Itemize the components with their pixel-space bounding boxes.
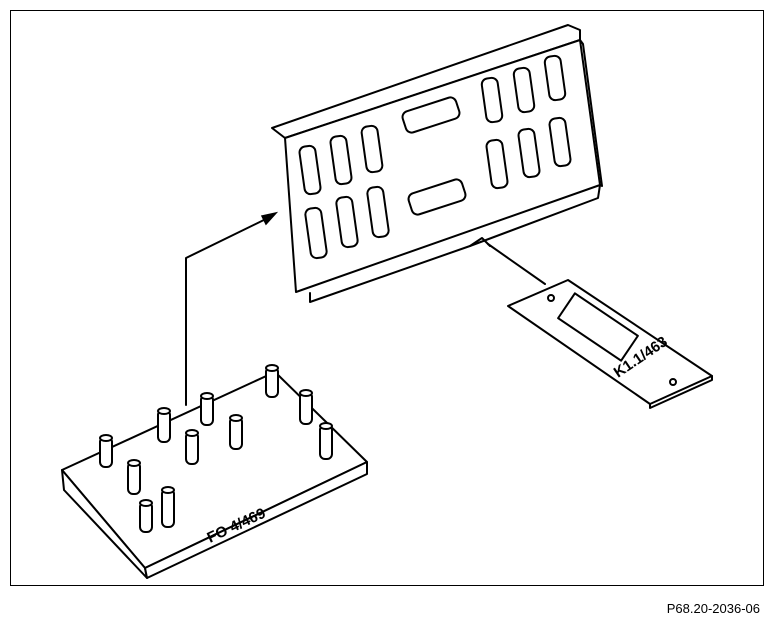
template-plate: K1.1/463 — [487, 243, 713, 409]
figure-reference-code: P68.20-2036-06 — [666, 601, 760, 616]
fixture-block: FO 4/469 — [61, 371, 368, 579]
bracket-panel — [271, 24, 603, 303]
panel-cutouts — [298, 54, 572, 260]
assembly-arrow — [185, 211, 279, 406]
figure-frame — [10, 10, 764, 586]
fixture-pins — [99, 364, 333, 533]
